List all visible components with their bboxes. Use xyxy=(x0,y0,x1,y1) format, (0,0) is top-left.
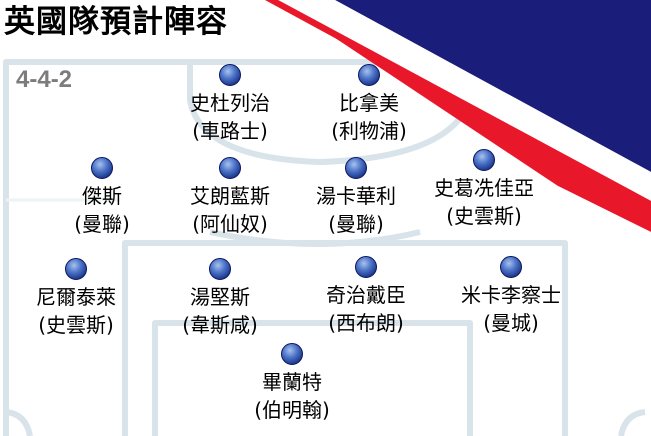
flag-red-stripe-top-edge xyxy=(265,0,651,210)
player-name: 傑斯 xyxy=(82,184,122,208)
player-name: 史杜列治 xyxy=(190,91,270,115)
player-midfielder-3: 湯卡華利 (曼聯) xyxy=(291,157,421,237)
football-icon xyxy=(473,149,495,171)
player-club: (車路士) xyxy=(192,119,268,143)
football-icon xyxy=(358,64,380,86)
player-club: (西布朗) xyxy=(328,311,404,335)
player-goalkeeper: 畢蘭特 (伯明翰) xyxy=(227,343,357,423)
player-name: 尼爾泰萊 xyxy=(36,285,116,309)
player-name: 米卡李察士 xyxy=(461,283,561,307)
halfway-arc xyxy=(187,62,473,165)
player-name: 畢蘭特 xyxy=(262,370,322,394)
football-icon xyxy=(219,157,241,179)
football-icon xyxy=(209,258,231,280)
football-icon xyxy=(91,157,113,179)
player-name: 艾朗藍斯 xyxy=(190,184,270,208)
player-defender-4: 米卡李察士 (曼城) xyxy=(446,256,576,336)
flag-white-stripe-bottom xyxy=(558,186,651,244)
player-club: (曼聯) xyxy=(328,212,384,236)
player-club: (利物浦) xyxy=(331,119,407,143)
player-midfielder-1: 傑斯 (曼聯) xyxy=(37,157,167,237)
player-forward-1: 史杜列治 (車路士) xyxy=(165,64,295,144)
football-icon xyxy=(65,258,87,280)
football-icon xyxy=(355,256,377,278)
penalty-area xyxy=(122,240,568,436)
flag-red-stripe xyxy=(278,0,651,232)
page-title: 英國隊預計陣容 xyxy=(4,4,228,40)
player-name: 奇治戴臣 xyxy=(326,283,406,307)
football-icon xyxy=(281,343,303,365)
football-icon xyxy=(219,64,241,86)
player-defender-1: 尼爾泰萊 (史雲斯) xyxy=(11,258,141,338)
player-name: 比拿美 xyxy=(339,91,399,115)
formation-label: 4-4-2 xyxy=(16,66,73,93)
player-club: (曼城) xyxy=(483,311,539,335)
goal-area xyxy=(152,320,473,436)
player-forward-2: 比拿美 (利物浦) xyxy=(304,64,434,144)
player-name: 史葛冼佳亞 xyxy=(434,176,534,200)
player-name: 湯卡華利 xyxy=(316,184,396,208)
corner-arc-right xyxy=(618,409,646,436)
player-club: (史雲斯) xyxy=(446,204,522,228)
player-defender-2: 湯堅斯 (韋斯咸) xyxy=(155,258,285,338)
football-icon xyxy=(345,157,367,179)
player-midfielder-2: 艾朗藍斯 (阿仙奴) xyxy=(165,157,295,237)
corner-arc-left xyxy=(5,409,33,436)
player-midfielder-4: 史葛冼佳亞 (史雲斯) xyxy=(419,149,549,229)
player-name: 湯堅斯 xyxy=(190,285,250,309)
football-icon xyxy=(500,256,522,278)
player-defender-3: 奇治戴臣 (西布朗) xyxy=(301,256,431,336)
player-club: (伯明翰) xyxy=(254,398,330,422)
player-club: (史雲斯) xyxy=(38,313,114,337)
player-club: (曼聯) xyxy=(74,212,130,236)
player-club: (韋斯咸) xyxy=(182,313,258,337)
player-club: (阿仙奴) xyxy=(192,212,268,236)
